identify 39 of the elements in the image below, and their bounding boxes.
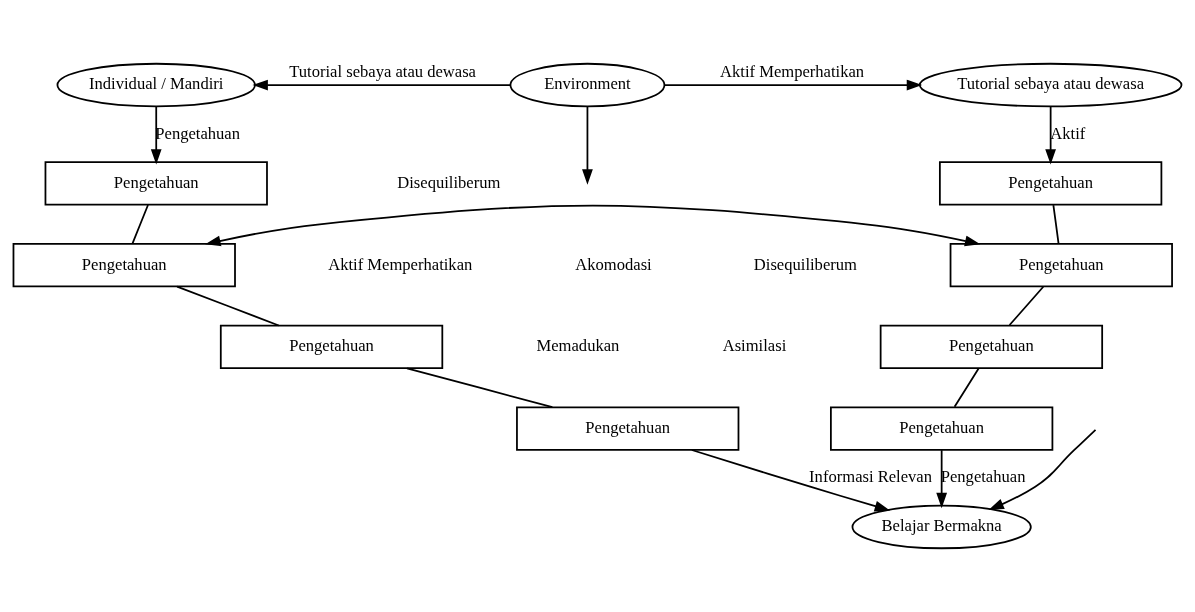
arrow — [582, 105, 593, 185]
arrow — [936, 449, 948, 509]
node-ellipse: Individual / Mandiri — [56, 62, 256, 108]
connector — [176, 285, 280, 327]
arrow — [252, 79, 511, 91]
node-box: Pengetahuan — [879, 324, 1104, 370]
edge-label: Pengetahuan — [940, 467, 1026, 487]
node-box: Pengetahuan — [44, 161, 268, 206]
label: Aktif Memperhatikan — [328, 254, 473, 274]
label: Asimilasi — [722, 336, 787, 356]
arrow — [663, 79, 923, 91]
connector — [953, 367, 980, 408]
arrow — [150, 105, 162, 165]
node-box: Pengetahuan — [939, 161, 1163, 206]
connector — [1052, 204, 1060, 245]
node-ellipse: Environment — [509, 62, 666, 108]
arrow — [1045, 105, 1057, 165]
node-box: Pengetahuan — [949, 242, 1173, 288]
connector — [131, 204, 149, 245]
node-box: Pengetahuan — [12, 242, 236, 288]
edge-label: Pengetahuan — [155, 123, 241, 143]
node-box: Pengetahuan — [516, 406, 740, 451]
label: Memadukan — [536, 336, 620, 356]
connector — [1008, 285, 1045, 326]
edge-label: Informasi Relevan — [809, 467, 933, 487]
edge-label: Tutorial sebaya atau dewasa — [289, 62, 476, 82]
arrow — [988, 429, 1097, 511]
label: Disequiliberum — [397, 172, 501, 192]
edge-label: Aktif Memperhatikan — [720, 62, 865, 82]
edge-label: Aktif — [1050, 123, 1086, 143]
arrow — [690, 449, 891, 512]
label: Akomodasi — [575, 254, 652, 274]
node-box: Pengetahuan — [219, 324, 444, 370]
label: Disequiliberum — [753, 254, 857, 274]
node-ellipse: Belajar Bermakna — [851, 504, 1032, 550]
arrow — [205, 204, 981, 247]
node-ellipse: Tutorial sebaya atau dewasa — [918, 62, 1183, 108]
node-box: Pengetahuan — [830, 406, 1054, 451]
connector — [406, 367, 554, 409]
